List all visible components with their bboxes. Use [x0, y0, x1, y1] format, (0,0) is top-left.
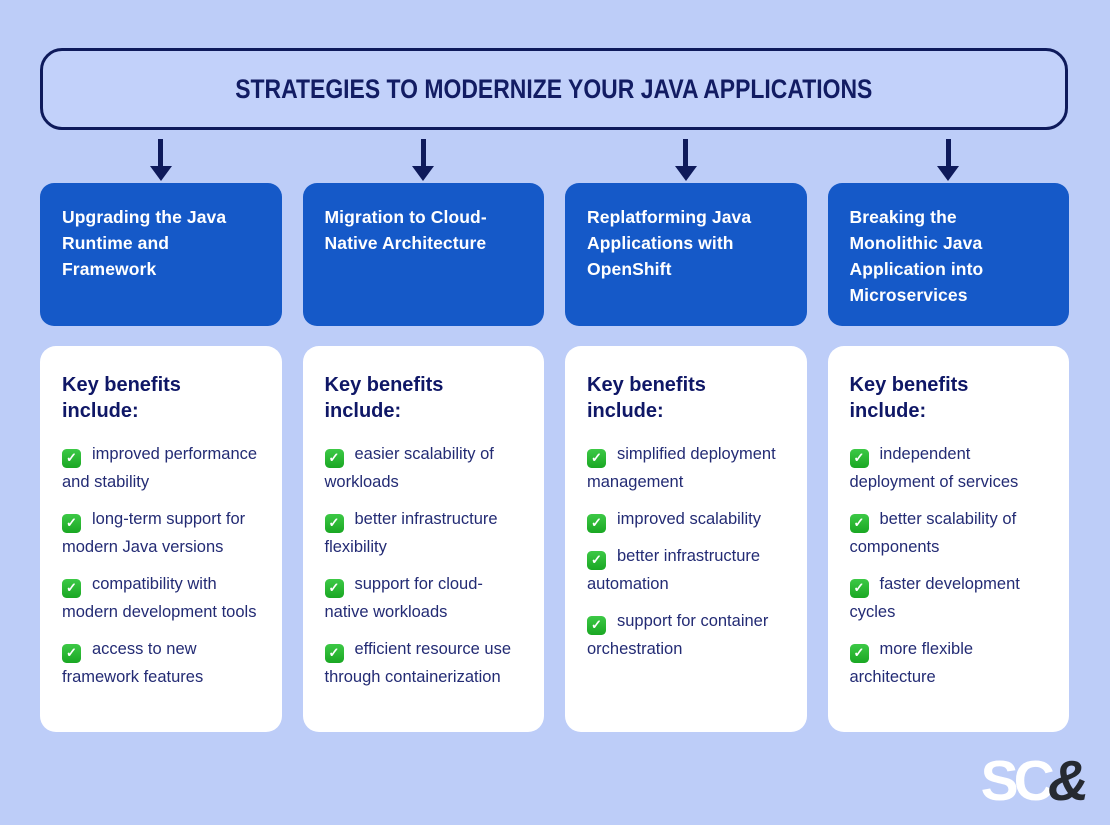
check-icon: ✓	[324, 513, 344, 533]
scand-logo: SC&	[981, 753, 1089, 810]
check-icon: ✓	[324, 643, 344, 663]
benefit-item: ✓long-term support for modern Java versi…	[62, 505, 264, 561]
check-icon: ✓	[849, 643, 869, 663]
benefit-text: better infrastructure automation	[587, 547, 761, 593]
down-arrow-icon	[828, 139, 1070, 181]
down-arrow-icon	[40, 139, 282, 181]
benefits-heading: Key benefits include:	[62, 374, 181, 422]
benefit-text: support for cloud-native workloads	[324, 575, 483, 621]
benefit-item: ✓access to new framework features	[62, 635, 264, 691]
benefits-heading: Key benefits include:	[324, 374, 444, 422]
benefit-text: long-term support for modern Java versio…	[62, 510, 246, 556]
benefit-item: ✓independent deployment of services	[849, 440, 1052, 496]
down-arrow-icon	[303, 139, 545, 181]
benefit-text: better infrastructure flexibility	[324, 510, 498, 556]
benefits-card-upgrade-runtime: Key benefits include: ✓improved performa…	[40, 346, 282, 732]
check-icon: ✓	[62, 448, 81, 468]
benefit-item: ✓easier scalability of workloads	[324, 440, 527, 496]
benefit-text: improved scalability	[617, 510, 761, 528]
benefit-item: ✓more flexible architecture	[849, 635, 1052, 691]
check-icon: ✓	[849, 448, 869, 468]
benefit-item: ✓simplified deployment management	[587, 440, 789, 496]
benefit-item: ✓support for container orchestration	[587, 607, 789, 663]
benefit-text: access to new framework features	[62, 640, 204, 686]
benefit-text: easier scalability of workloads	[324, 445, 494, 491]
cards-row: Key benefits include: ✓improved performa…	[40, 346, 1069, 732]
benefits-card-microservices: Key benefits include: ✓independent deplo…	[827, 346, 1069, 732]
benefit-text: compatibility with modern development to…	[62, 575, 257, 621]
arrows-row	[40, 139, 1069, 181]
check-icon: ✓	[587, 615, 606, 635]
check-icon: ✓	[587, 513, 606, 533]
benefit-item: ✓compatibility with modern development t…	[62, 570, 264, 626]
check-icon: ✓	[324, 448, 344, 468]
logo-sc-text: SC	[980, 749, 1055, 813]
check-icon: ✓	[587, 448, 606, 468]
benefits-heading: Key benefits include:	[587, 374, 706, 422]
benefit-item: ✓better infrastructure flexibility	[324, 505, 527, 561]
check-icon: ✓	[587, 550, 606, 570]
check-icon: ✓	[62, 513, 81, 533]
benefit-text: improved performance and stability	[62, 445, 258, 491]
benefit-text: simplified deployment management	[587, 445, 776, 491]
benefit-text: efficient resource use through container…	[324, 640, 512, 686]
benefits-card-openshift: Key benefits include: ✓simplified deploy…	[565, 346, 807, 732]
check-icon: ✓	[324, 578, 344, 598]
benefit-item: ✓ improved scalability	[587, 505, 789, 533]
down-arrow-icon	[565, 139, 807, 181]
strategies-row: Upgrading the Java Runtime and Framework…	[40, 183, 1069, 326]
benefit-text: more flexible architecture	[849, 640, 974, 686]
strategy-box-openshift: Replatforming Java Applications with Ope…	[565, 183, 807, 326]
strategy-box-upgrade-runtime: Upgrading the Java Runtime and Framework	[40, 183, 282, 326]
benefit-item: ✓better scalability of components	[849, 505, 1052, 561]
check-icon: ✓	[849, 578, 869, 598]
benefit-item: ✓improved performance and stability	[62, 440, 264, 496]
page-title: STRATEGIES TO MODERNIZE YOUR JAVA APPLIC…	[235, 73, 873, 104]
check-icon: ✓	[849, 513, 869, 533]
benefit-item: ✓better infrastructure automation	[587, 542, 789, 598]
strategy-box-microservices: Breaking the Monolithic Java Application…	[827, 183, 1069, 326]
benefit-item: ✓support for cloud-native workloads	[324, 570, 527, 626]
benefits-heading: Key benefits include:	[849, 374, 969, 422]
benefit-item: ✓faster development cycles	[849, 570, 1052, 626]
check-icon: ✓	[62, 578, 81, 598]
benefit-text: support for container orchestration	[587, 612, 769, 658]
benefit-text: better scalability of components	[849, 510, 1017, 556]
strategy-box-cloud-native: Migration to Cloud-Native Architecture	[302, 183, 544, 326]
benefit-item: ✓efficient resource use through containe…	[324, 635, 527, 691]
title-box: STRATEGIES TO MODERNIZE YOUR JAVA APPLIC…	[40, 48, 1068, 130]
logo-ampersand: &	[1047, 749, 1089, 813]
benefit-text: faster development cycles	[849, 575, 1020, 621]
check-icon: ✓	[62, 643, 81, 663]
benefits-card-cloud-native: Key benefits include: ✓easier scalabilit…	[302, 346, 544, 732]
benefit-text: independent deployment of services	[849, 445, 1019, 491]
